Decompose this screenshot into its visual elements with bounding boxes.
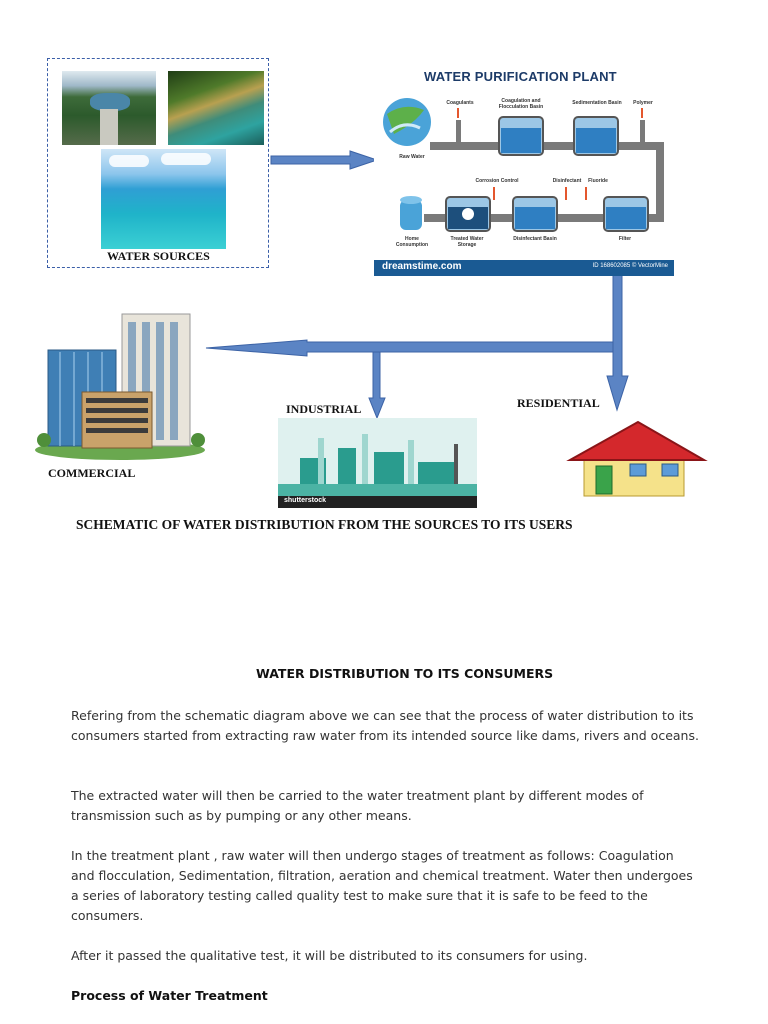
label-disinfectant-basin: Disinfectant Basin <box>510 236 560 242</box>
paragraph-4: After it passed the qualitative test, it… <box>71 946 701 966</box>
paragraph-3: In the treatment plant , raw water will … <box>71 846 701 926</box>
commercial-buildings-illustration <box>30 300 210 465</box>
schematic-caption: SCHEMATIC OF WATER DISTRIBUTION FROM THE… <box>76 517 573 533</box>
label-disinfectant: Disinfectant <box>550 178 584 184</box>
label-sedimentation-basin: Sedimentation Basin <box>572 100 622 106</box>
label-home-consumption: Home Consumption <box>394 236 430 248</box>
industrial-illustration: shutterstock <box>278 418 477 508</box>
arrow-sources-to-plant <box>271 151 377 169</box>
paragraph-2: The extracted water will then be carried… <box>71 786 701 826</box>
industrial-watermark: shutterstock <box>284 497 326 504</box>
label-coagulants: Coagulants <box>444 100 476 106</box>
paragraph-1: Refering from the schematic diagram abov… <box>71 706 701 746</box>
commercial-label: COMMERCIAL <box>48 466 135 481</box>
arrow-plant-to-residential <box>607 272 628 410</box>
process-subheading: Process of Water Treatment <box>71 988 268 1003</box>
label-fluoride: Fluoride <box>584 178 612 184</box>
residential-label: RESIDENTIAL <box>517 396 600 411</box>
arrow-distribution-main <box>206 340 613 356</box>
arrow-to-industrial <box>369 352 385 418</box>
water-purification-plant-diagram: WATER PURIFICATION PLANT <box>374 62 674 276</box>
plant-credit: ID 168602085 © VectorMine <box>593 263 668 269</box>
industrial-label: INDUSTRIAL <box>286 402 361 417</box>
label-coagulation-basin: Coagulation and Flocculation Basin <box>492 98 550 110</box>
plant-footer: dreamstime.com ID 168602085 © VectorMine <box>374 260 674 276</box>
article-title: WATER DISTRIBUTION TO ITS CONSUMERS <box>256 666 553 681</box>
label-corrosion-control: Corrosion Control <box>474 178 520 184</box>
plant-watermark: dreamstime.com <box>382 261 461 272</box>
house-illustration <box>566 420 708 500</box>
label-polymer: Polymer <box>628 100 658 106</box>
label-filter: Filter <box>610 236 640 242</box>
label-raw-water: Raw Water <box>392 154 432 160</box>
label-treated-water-storage: Treated Water Storage <box>444 236 490 248</box>
